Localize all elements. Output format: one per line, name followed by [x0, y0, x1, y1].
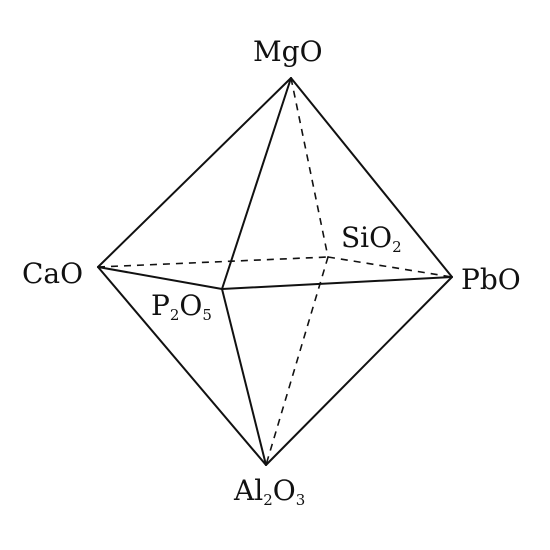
edge-top-front: [221, 77, 292, 290]
formula-subscript: 3: [295, 491, 306, 509]
edge-left-front: [97, 266, 223, 290]
hidden-edge-top-back: [290, 77, 329, 258]
edge-right-bottom: [265, 276, 453, 466]
formula-subscript: 2: [392, 238, 402, 256]
edge-front-right: [221, 276, 453, 290]
edge-left-bottom: [97, 266, 267, 466]
edge-front-bottom: [221, 288, 267, 466]
vertex-label-cao: CaO: [22, 257, 84, 290]
formula-subscript: 5: [202, 306, 212, 324]
formula-subscript: 2: [263, 491, 273, 509]
vertex-label-pbo: PbO: [461, 263, 521, 296]
hidden-edge-back-right: [327, 256, 453, 278]
vertex-label-sio2: SiO2: [341, 221, 402, 256]
formula-subscript: 2: [169, 306, 180, 324]
edge-top-right: [290, 77, 453, 278]
hidden-edge-back-bottom: [265, 256, 329, 466]
hidden-edge-left-back: [97, 256, 329, 268]
edge-top-left: [97, 77, 292, 268]
vertex-label-mgo: MgO: [253, 35, 323, 68]
vertex-label-al2o3: Al2O3: [234, 474, 306, 509]
vertex-label-p2o5: P2O5: [151, 289, 212, 324]
